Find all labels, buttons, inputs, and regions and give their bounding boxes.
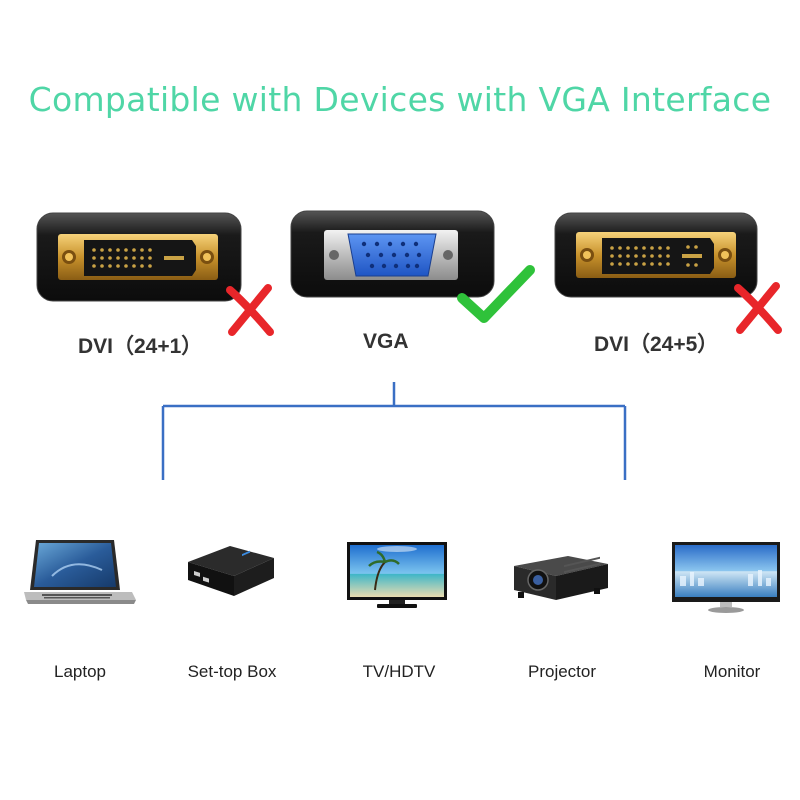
device-label-projector: Projector <box>527 662 597 681</box>
monitor-icon <box>672 542 780 613</box>
connector-label-dvi-24-1: DVI（24+1） <box>78 335 203 358</box>
tv-icon <box>347 542 447 608</box>
device-label-tv-hdtv: TV/HDTV <box>362 662 436 681</box>
tree-line-group <box>161 382 627 480</box>
set-top-box-icon <box>188 546 274 596</box>
connector-label-dvi-24-5: DVI（24+5） <box>594 333 719 356</box>
connector-label-vga: VGA <box>363 330 409 353</box>
dvi-24-5-connector-image <box>554 212 758 298</box>
page-title: Compatible with Devices with VGA Interfa… <box>28 80 772 119</box>
cross-icon <box>734 282 782 334</box>
laptop-icon <box>24 540 136 604</box>
projector-icon <box>514 556 608 600</box>
cross-icon <box>226 284 274 336</box>
dvi-24-1-connector-image <box>36 212 242 302</box>
device-label-set-top-box: Set-top Box <box>187 662 277 681</box>
device-label-monitor: Monitor <box>703 662 761 681</box>
device-label-laptop: Laptop <box>54 662 106 681</box>
check-icon <box>457 265 535 323</box>
vga-connector-image <box>290 210 495 298</box>
